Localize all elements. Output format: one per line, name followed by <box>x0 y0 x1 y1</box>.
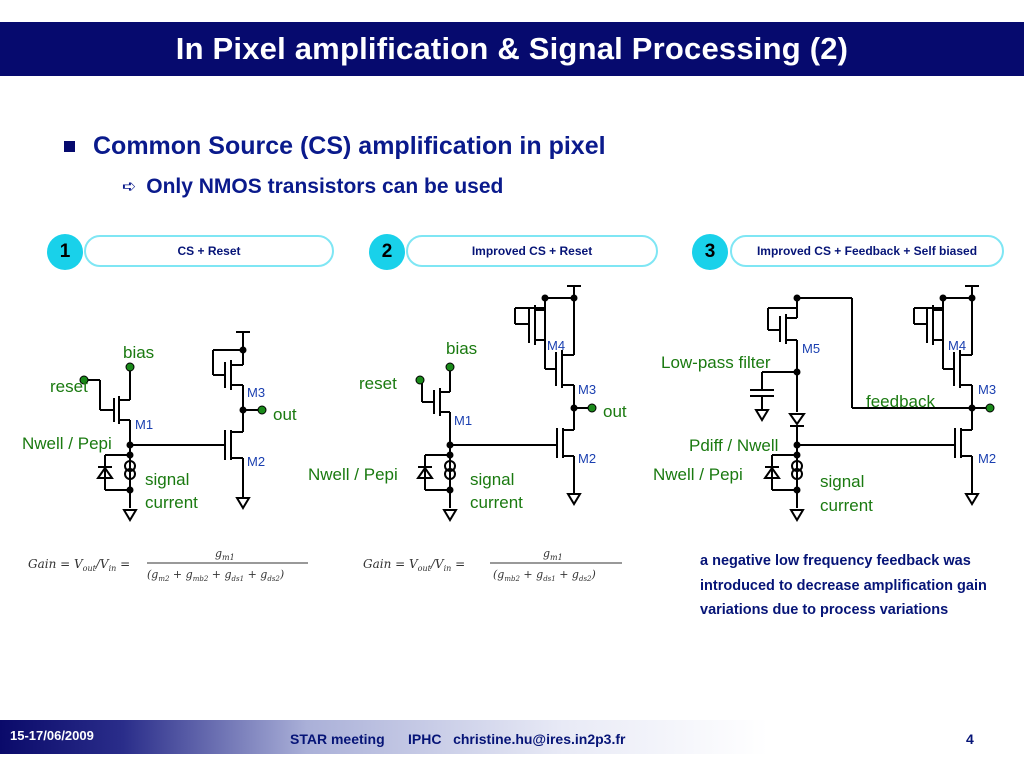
panel-2-label: Improved CS + Reset <box>471 244 593 258</box>
c1-bias-label: bias <box>123 343 154 362</box>
panel-1-badge: 1 <box>47 234 83 270</box>
formula-1: Gain = Vout/Vin = gm1 (gm2 + gmb2 + gds1… <box>28 547 308 583</box>
c3-signal-label: signal <box>820 472 864 491</box>
panel-1-label: CS + Reset <box>177 244 241 258</box>
svg-text:Gain = Vout/Vin =: Gain = Vout/Vin = <box>28 557 130 573</box>
c3-m2-label: M2 <box>978 451 996 466</box>
panel-3-label: Improved CS + Feedback + Self biased <box>756 244 978 258</box>
svg-text:gm1: gm1 <box>215 547 235 562</box>
title-bar: In Pixel amplification & Signal Processi… <box>0 22 1024 76</box>
c2-current-label: current <box>470 493 523 512</box>
footer-meeting: STAR meeting IPHC christine.hu@ires.in2p… <box>290 731 626 747</box>
bullet-sub-text: Only NMOS transistors can be used <box>146 175 504 198</box>
c2-signal-label: signal <box>470 470 514 489</box>
square-bullet-icon <box>64 141 75 152</box>
panel-2-label-pill: Improved CS + Reset <box>406 235 658 267</box>
panel-3-badge: 3 <box>692 234 728 270</box>
c2-m1-label: M1 <box>454 413 472 428</box>
c3-pdiff-label: Pdiff / Nwell <box>689 436 778 455</box>
c1-current-label: current <box>145 493 198 512</box>
panel-2-badge: 2 <box>369 234 405 270</box>
c3-m3-label: M3 <box>978 382 996 397</box>
bullet-main-text: Common Source (CS) amplification in pixe… <box>93 132 606 160</box>
bullet-sub: ➪ Only NMOS transistors can be used <box>122 175 503 199</box>
c2-m3-label: M3 <box>578 382 596 397</box>
svg-text:gm1: gm1 <box>543 547 563 562</box>
c1-reset-label: reset <box>50 377 88 396</box>
c2-m2-label: M2 <box>578 451 596 466</box>
c3-m4-label: M4 <box>948 338 966 353</box>
c3-current-label: current <box>820 496 873 515</box>
footer-date: 15-17/06/2009 <box>10 728 94 743</box>
slide-title: In Pixel amplification & Signal Processi… <box>175 31 849 66</box>
c1-m3-label: M3 <box>247 385 265 400</box>
c3-lowpass-label: Low-pass filter <box>661 353 771 372</box>
c3-nwell-label: Nwell / Pepi <box>653 465 743 484</box>
svg-text:(gm2 + gmb2 + gds1 + gds2): (gm2 + gmb2 + gds1 + gds2) <box>147 568 284 583</box>
footer: 15-17/06/2009 STAR meeting IPHC christin… <box>0 720 1024 754</box>
svg-text:Gain = Vout/Vin =: Gain = Vout/Vin = <box>363 557 465 573</box>
formula-2: Gain = Vout/Vin = gm1 (gmb2 + gds1 + gds… <box>363 547 622 583</box>
c1-nwell-label: Nwell / Pepi <box>22 434 112 453</box>
c1-out-label: out <box>273 405 297 424</box>
c1-m2-label: M2 <box>247 454 265 469</box>
arrow-bullet-icon: ➪ <box>122 177 137 197</box>
c2-out-label: out <box>603 402 627 421</box>
c2-m4-label: M4 <box>547 338 565 353</box>
bullet-main: Common Source (CS) amplification in pixe… <box>64 132 606 161</box>
panel-3-label-pill: Improved CS + Feedback + Self biased <box>730 235 1004 267</box>
c1-m1-label: M1 <box>135 417 153 432</box>
panel-1-label-pill: CS + Reset <box>84 235 334 267</box>
c1-signal-label: signal <box>145 470 189 489</box>
page-number: 4 <box>966 731 974 747</box>
c2-reset-label: reset <box>359 374 397 393</box>
c2-nwell-label: Nwell / Pepi <box>308 465 398 484</box>
c3-m5-label: M5 <box>802 341 820 356</box>
c2-bias-label: bias <box>446 339 477 358</box>
feedback-note: a negative low frequency feedback was in… <box>700 553 987 618</box>
svg-text:(gmb2 + gds1 + gds2): (gmb2 + gds1 + gds2) <box>493 568 596 583</box>
c3-feedback-label: feedback <box>866 392 935 411</box>
